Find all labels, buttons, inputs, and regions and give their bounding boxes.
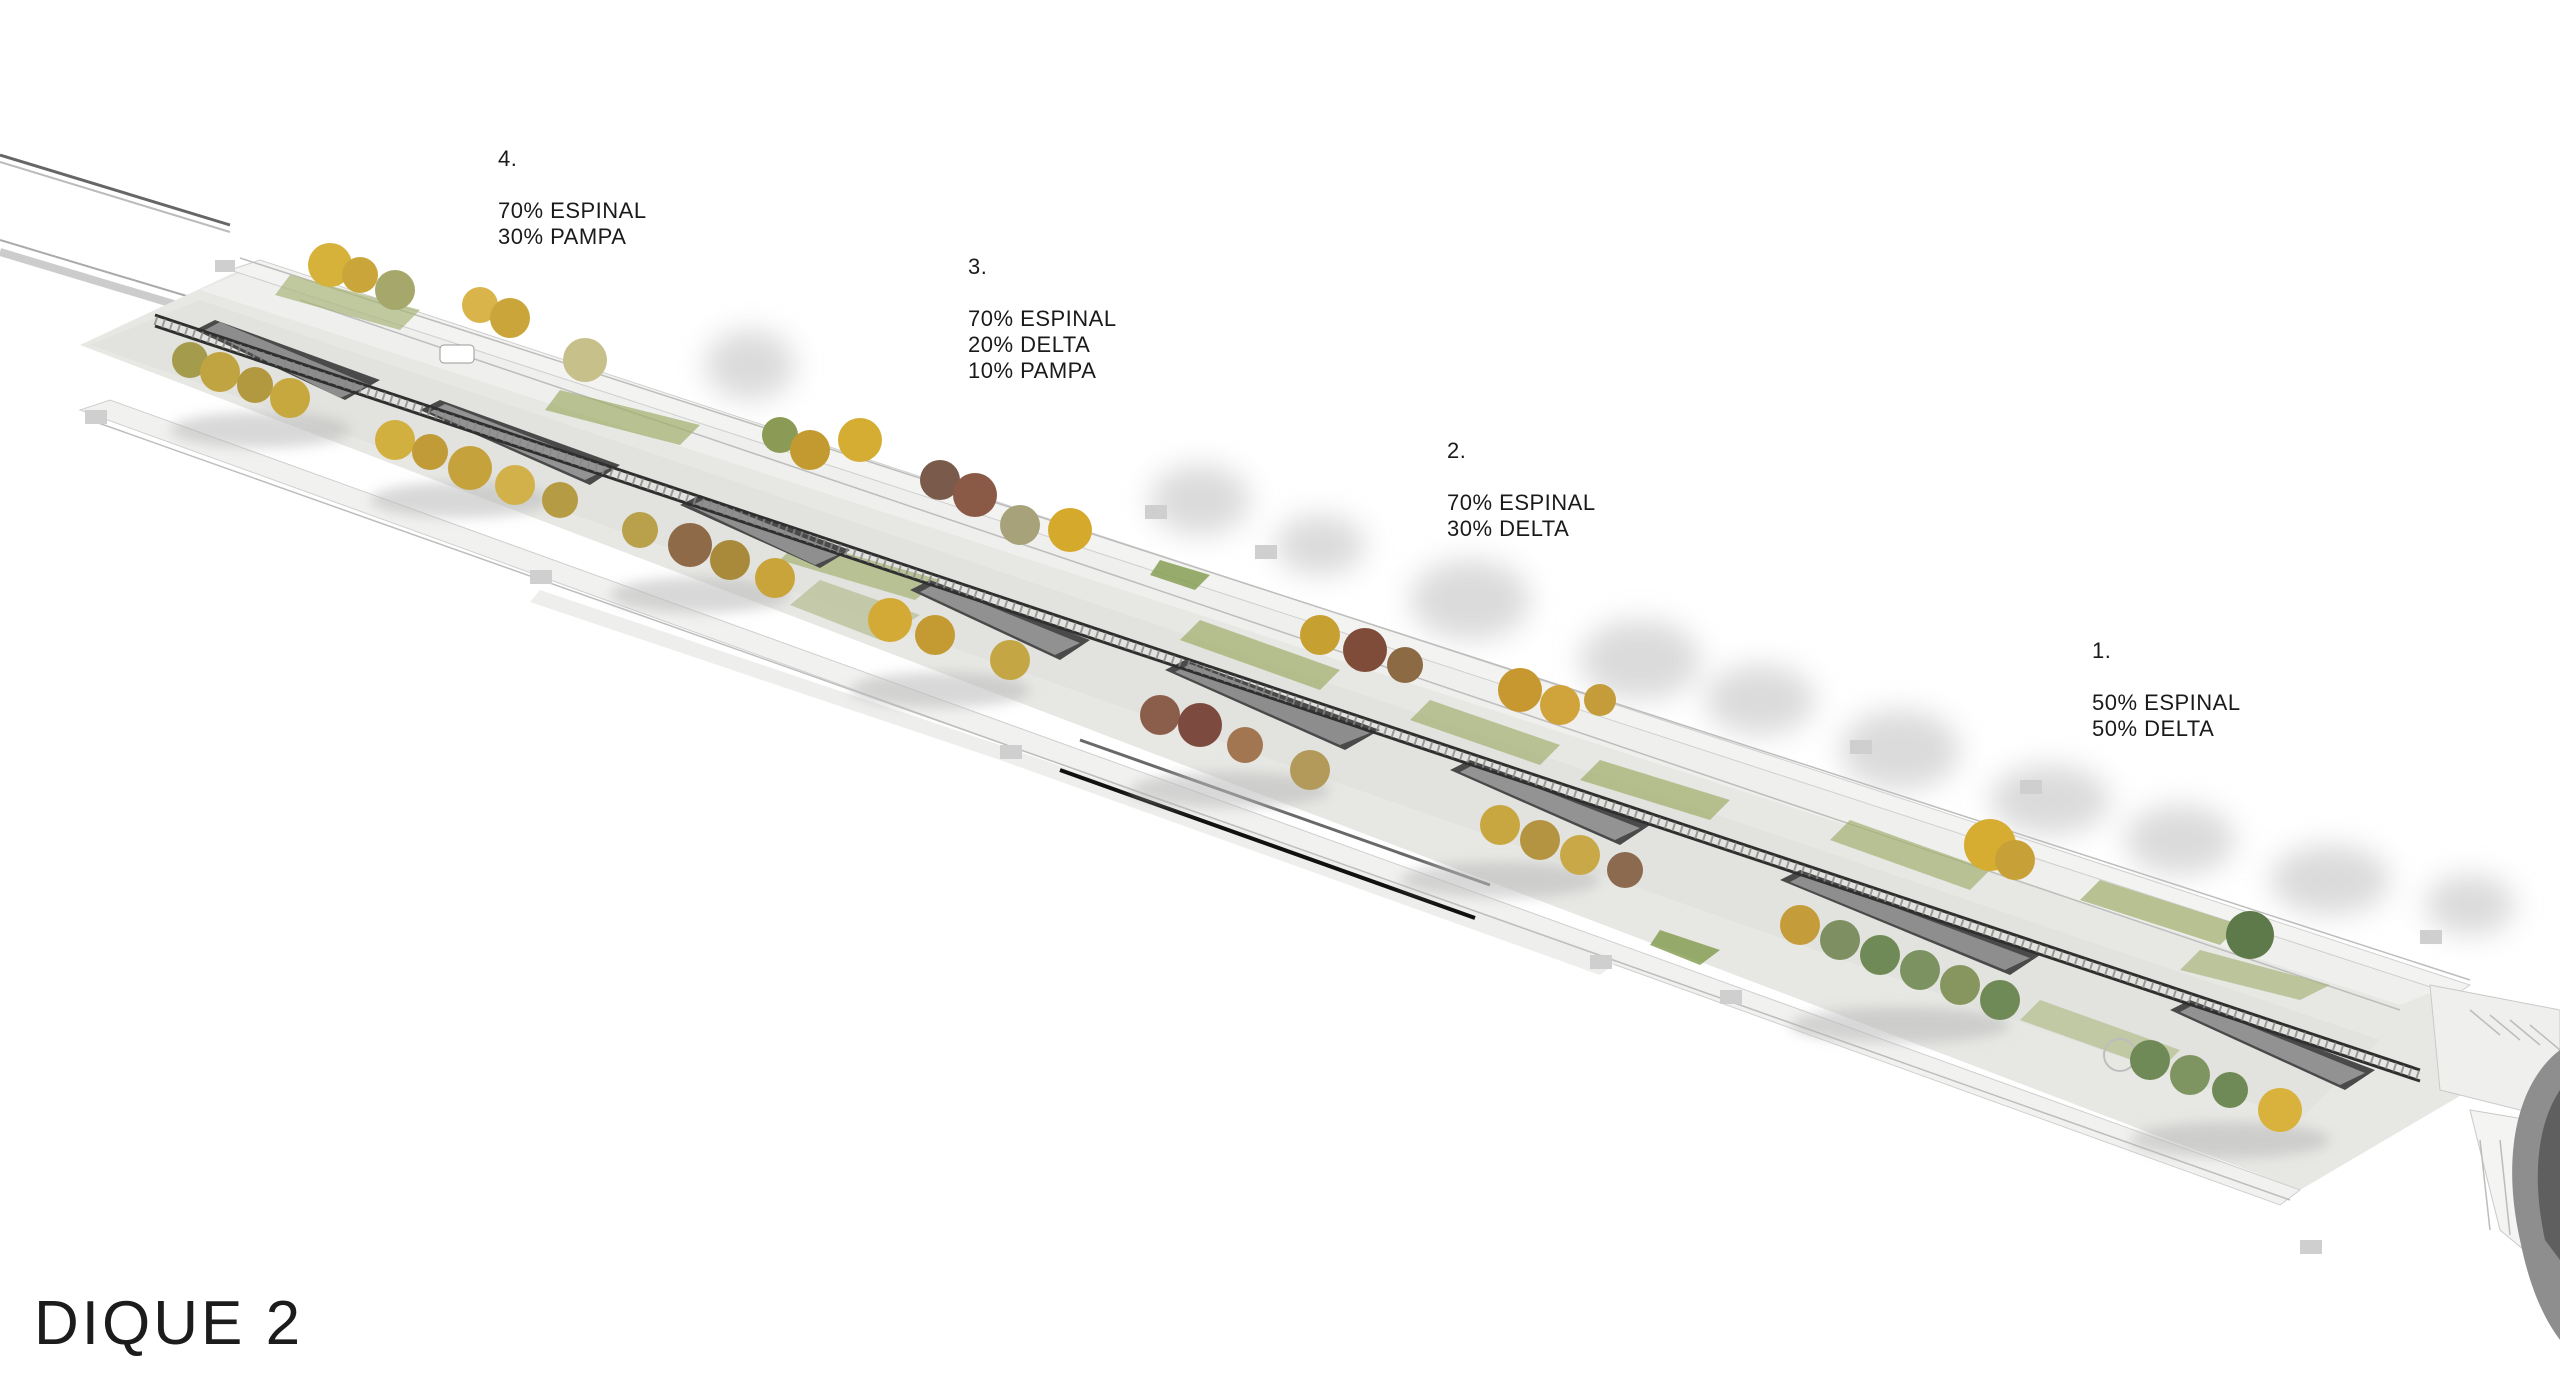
planting-beds [275, 275, 2330, 1070]
zone-number: 1. [2092, 638, 2112, 663]
approach-road [0, 153, 231, 316]
background-mist [705, 330, 2515, 935]
zone-number: 2. [1447, 438, 1467, 463]
zone-label-4: 4. 70% ESPINAL 30% PAMPA [498, 146, 647, 250]
zone-mix-line: 10% PAMPA [968, 358, 1097, 383]
tree-shadows [170, 412, 2330, 1158]
zone-number: 3. [968, 254, 988, 279]
zone-mix-line: 70% ESPINAL [1447, 490, 1596, 515]
zone-mix-line: 70% ESPINAL [968, 306, 1117, 331]
zone-mix-line: 50% ESPINAL [2092, 690, 2241, 715]
zone-mix-line: 50% DELTA [2092, 716, 2215, 741]
scale-bar [1059, 768, 1476, 920]
edge-markers [85, 260, 2442, 1254]
zone-mix-line: 30% DELTA [1447, 516, 1570, 541]
zone-mix-line: 70% ESPINAL [498, 198, 647, 223]
zone-label-2: 2. 70% ESPINAL 30% DELTA [1447, 438, 1596, 542]
vehicle [439, 344, 475, 364]
zone-mix-line: 30% PAMPA [498, 224, 627, 249]
zone-number: 4. [498, 146, 518, 171]
diagram-title: DIQUE 2 [34, 1289, 304, 1358]
railway-track [153, 313, 2422, 1083]
end-plaza [2103, 984, 2560, 1340]
trees [172, 243, 2302, 1132]
zone-label-1: 1. 50% ESPINAL 50% DELTA [2092, 638, 2241, 742]
scale-bar-shadow [1079, 738, 1491, 887]
zone-label-3: 3. 70% ESPINAL 20% DELTA 10% PAMPA [968, 254, 1117, 384]
zone-mix-line: 20% DELTA [968, 332, 1091, 357]
